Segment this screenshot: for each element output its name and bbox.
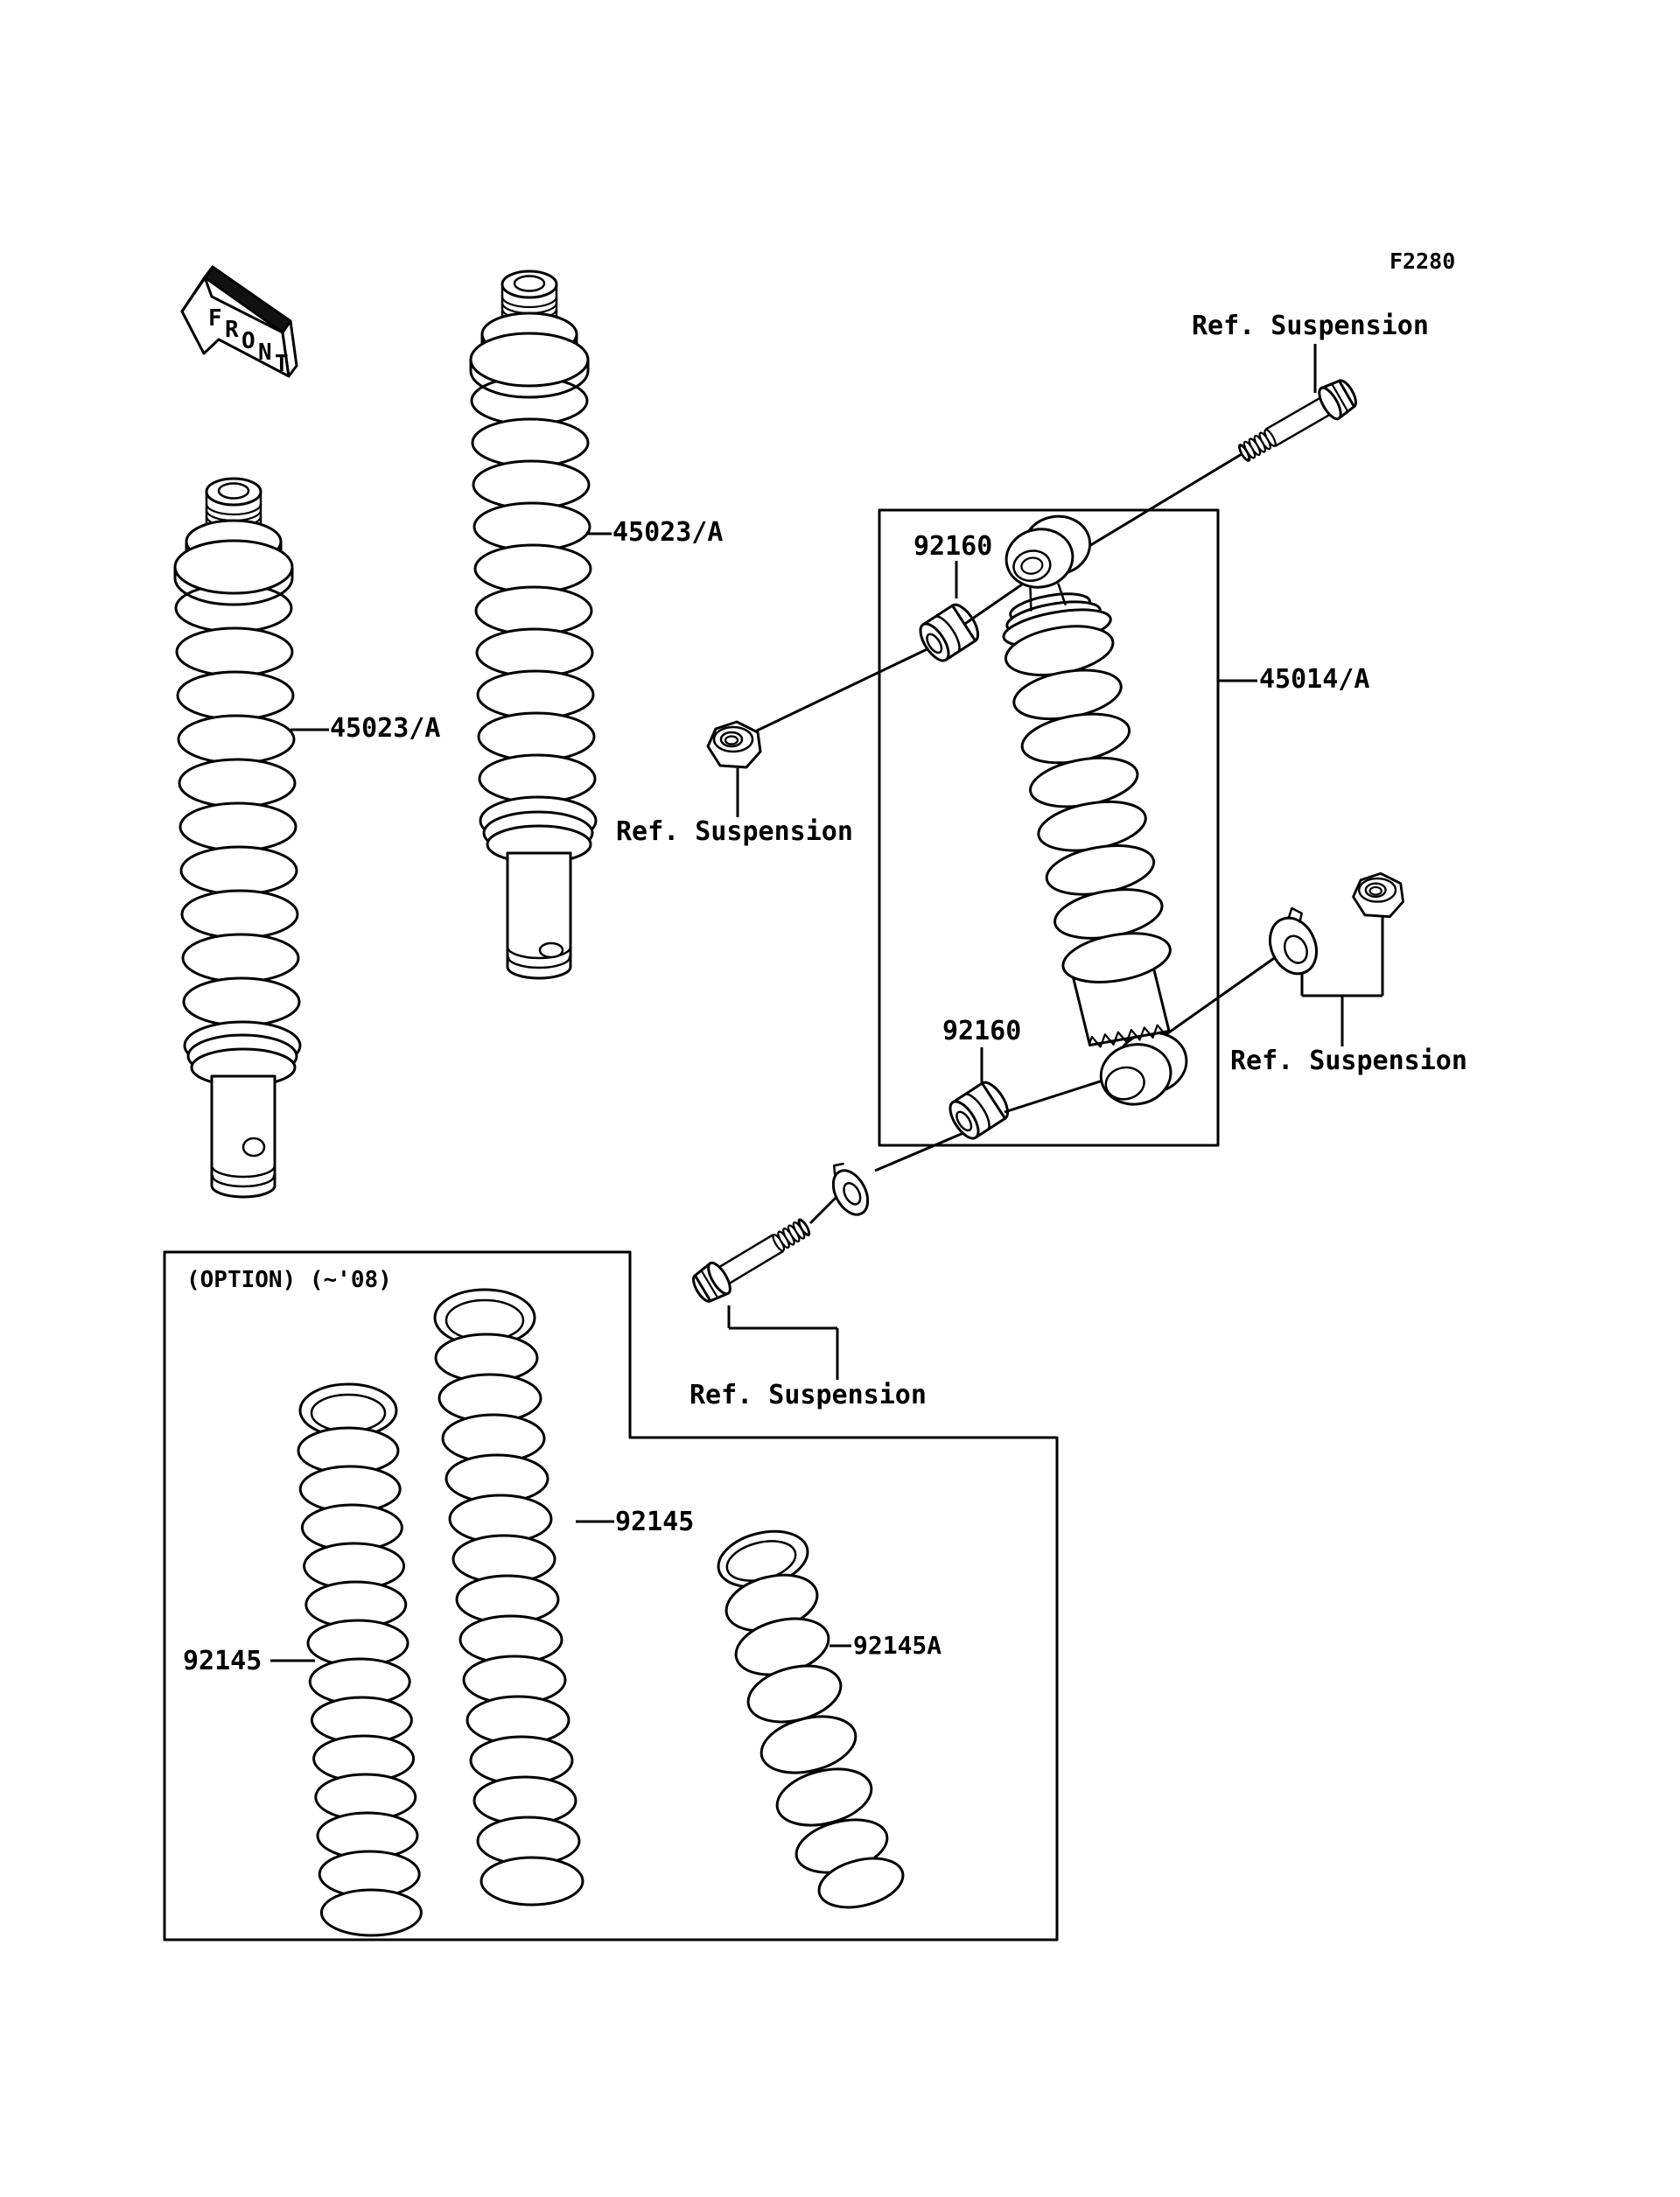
upper-mount-bolt <box>1237 379 1357 462</box>
label-fork-spring-middle: 45023/A <box>612 517 724 548</box>
label-bushing-top: 92160 <box>914 531 993 562</box>
bushing-bottom <box>948 1081 1010 1140</box>
shock-absorber <box>1002 514 1188 1106</box>
label-ref-suspension-mid: Ref. Suspension <box>616 816 853 847</box>
label-bushing-bottom: 92160 <box>942 1016 1022 1046</box>
upper-mount-nut <box>706 720 762 769</box>
label-shock-assembly: 45014/A <box>1259 664 1370 695</box>
option-spring-right <box>433 1288 584 1907</box>
label-option-spring-a: 92145A <box>853 1631 942 1660</box>
front-arrow-letter: R <box>225 317 239 343</box>
bushing-top <box>919 603 980 662</box>
front-arrow-letter: F <box>208 305 222 332</box>
lower-mount-bolt <box>692 1218 811 1303</box>
lower-mount-nut <box>1352 871 1404 919</box>
label-fork-spring-left: 45023/A <box>330 713 441 744</box>
label-ref-suspension-top: Ref. Suspension <box>1192 311 1429 341</box>
label-option-spring-right: 92145 <box>615 1507 695 1537</box>
option-spring-left <box>297 1382 423 1937</box>
lower-washer <box>831 1162 870 1216</box>
leader-lines <box>270 344 1384 1662</box>
front-arrow-letter: T <box>275 351 289 377</box>
retainer-washer <box>1269 906 1318 976</box>
label-figure-code: F2280 <box>1390 248 1456 274</box>
fork-spring-assembly-left <box>173 477 302 1199</box>
label-ref-suspension-right: Ref. Suspension <box>1230 1046 1467 1076</box>
front-arrow-letter: O <box>242 328 256 354</box>
option-spring-shock <box>717 1529 905 1909</box>
label-ref-suspension-bottom: Ref. Suspension <box>690 1380 927 1410</box>
label-option-spring-left: 92145 <box>183 1646 262 1676</box>
fork-spring-assembly-middle <box>469 269 598 980</box>
shock-reference-box <box>878 508 1220 1147</box>
label-option-note: (OPTION) (~'08) <box>186 1267 392 1293</box>
option-box <box>163 1250 1059 1942</box>
front-arrow-letter: N <box>258 339 272 366</box>
